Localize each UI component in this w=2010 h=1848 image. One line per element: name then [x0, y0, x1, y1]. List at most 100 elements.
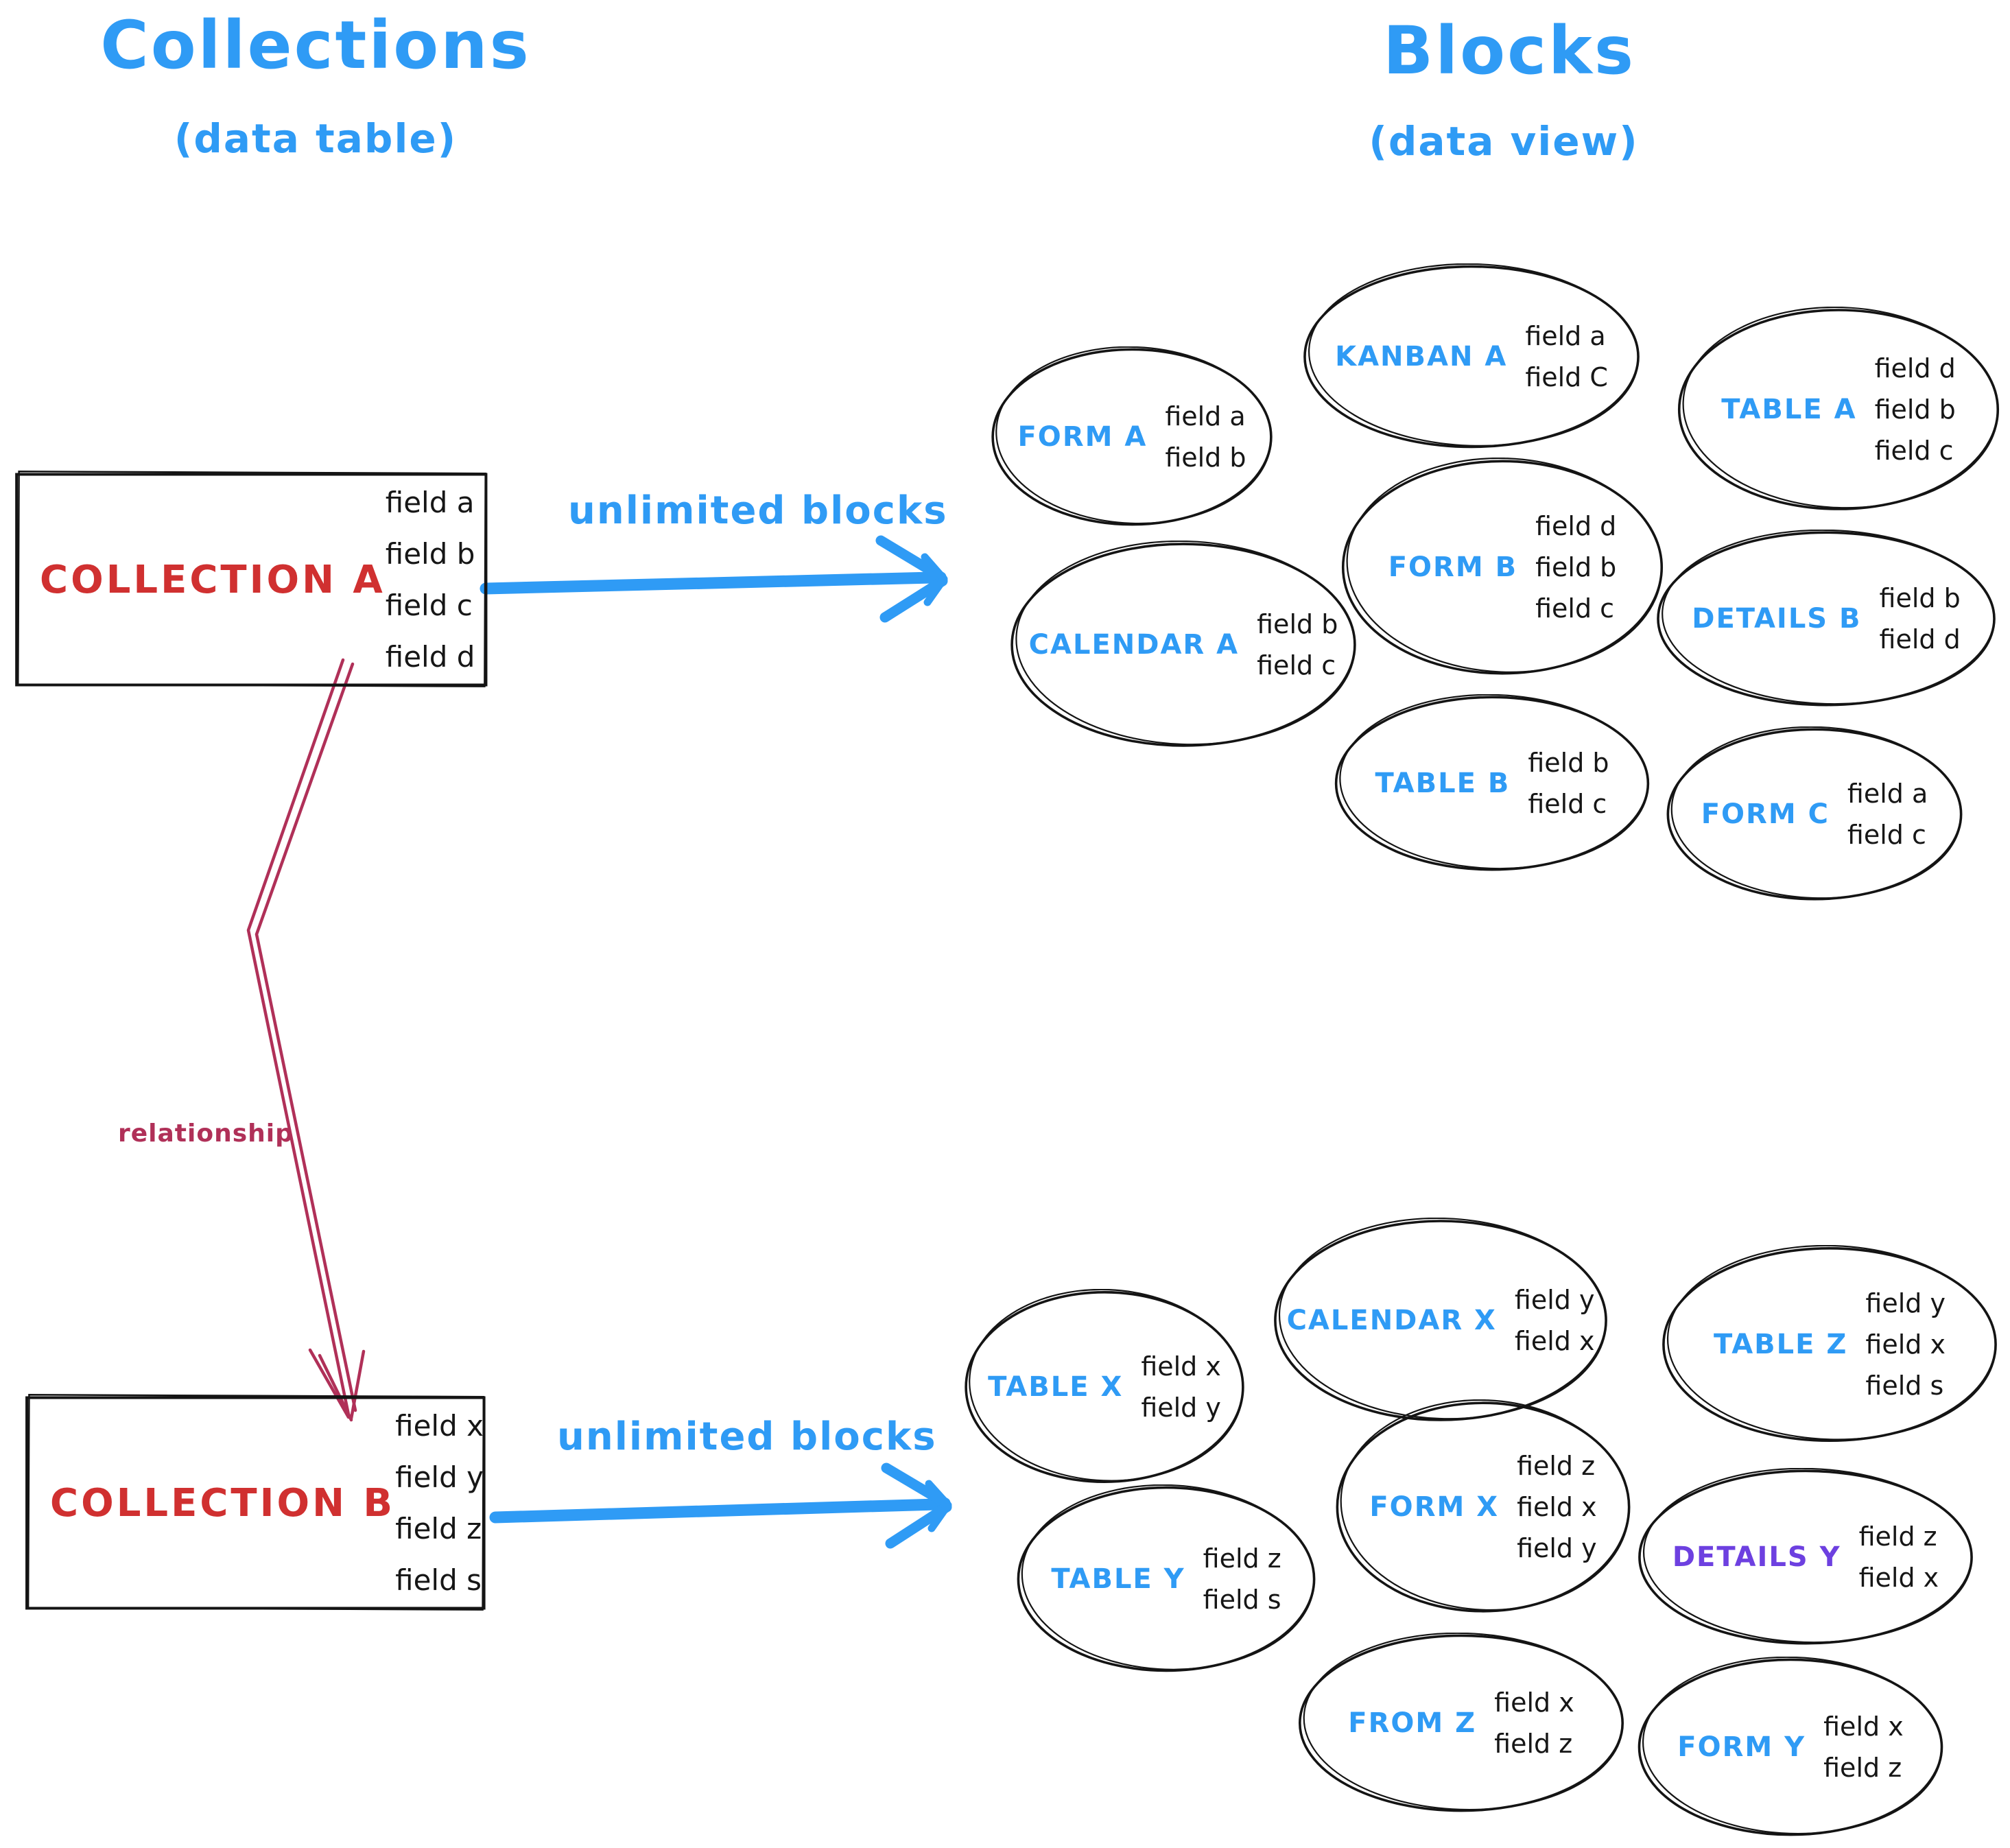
block-field: field x [1858, 1563, 1939, 1593]
relationship-arrow [246, 658, 366, 1422]
block-field: field c [1257, 650, 1336, 680]
block-outline [1636, 1468, 1975, 1646]
block-outline [990, 346, 1274, 528]
block-field: field d [1874, 353, 1956, 383]
block-field: field b [1165, 442, 1246, 473]
block-field: field y [1517, 1533, 1597, 1563]
collections-title: Collections [100, 7, 531, 84]
block-name: KANBAN A [1335, 341, 1508, 372]
block-outline [1340, 458, 1665, 677]
block-field: field c [1847, 820, 1926, 850]
block-field: field y [1865, 1288, 1946, 1318]
block-outline [1660, 1245, 1999, 1444]
block-field: field x [1517, 1492, 1597, 1522]
block-ellipse-table-z: TABLE Z field y field x field s [1660, 1245, 1999, 1444]
block-field: field b [1879, 583, 1961, 613]
block-name: FORM Y [1677, 1731, 1806, 1763]
block-outline [1301, 263, 1642, 450]
block-fields: field b field d [1880, 583, 1961, 654]
block-fields: field y field x field s [1865, 1288, 1946, 1401]
block-name: CALENDAR A [1028, 629, 1240, 661]
block-fields: field b field c [1257, 609, 1338, 680]
block-ellipse-form-a: FORM A field a field b [990, 346, 1274, 528]
block-name: FORM B [1388, 552, 1518, 583]
block-ellipse-form-c: FORM C field a field c [1665, 726, 1964, 902]
unlimited-blocks-label-bottom: unlimited blocks [557, 1414, 937, 1459]
block-outline [1334, 1399, 1632, 1615]
collection-field: field z [395, 1512, 482, 1545]
block-name: TABLE A [1721, 394, 1857, 425]
block-outline [1676, 307, 2001, 512]
block-field: field a [1165, 401, 1246, 431]
block-field: field b [1535, 552, 1617, 582]
block-field: field x [1514, 1326, 1595, 1356]
block-field: field a [1847, 779, 1928, 809]
block-name: CALENDAR X [1286, 1305, 1497, 1336]
block-field: field z [1858, 1521, 1937, 1552]
collection-field: field d [385, 640, 475, 674]
block-field: field x [1865, 1329, 1946, 1360]
block-name: DETAILS B [1692, 603, 1862, 635]
block-name: FORM C [1701, 798, 1830, 830]
block-outline [1333, 694, 1651, 873]
block-ellipse-from-z: FROM Z field x field z [1297, 1633, 1626, 1814]
collection-field: field y [395, 1460, 484, 1494]
collections-subtitle: (data table) [174, 115, 458, 162]
block-field: field b [1257, 609, 1338, 639]
block-name: FORM X [1369, 1491, 1500, 1523]
relationship-label: relationship [118, 1120, 294, 1148]
block-field: field s [1865, 1371, 1944, 1401]
block-field: field b [1528, 748, 1609, 778]
block-outline [1008, 541, 1358, 749]
collection-box-outline [14, 471, 490, 689]
block-outline [1015, 1484, 1317, 1674]
unlimited-blocks-arrow-top [480, 535, 948, 623]
block-name: FROM Z [1348, 1707, 1477, 1739]
block-field: field z [1494, 1729, 1573, 1759]
block-name: TABLE Z [1714, 1329, 1848, 1360]
block-name: TABLE B [1375, 768, 1511, 799]
block-fields: field a field c [1847, 779, 1928, 850]
block-fields: field z field x [1859, 1521, 1939, 1593]
block-ellipse-calendar-a: CALENDAR A field b field c [1008, 541, 1358, 749]
block-name: FORM A [1017, 421, 1148, 453]
block-outline [1655, 530, 1998, 708]
unlimited-blocks-label-top: unlimited blocks [568, 488, 948, 533]
block-ellipse-details-b: DETAILS B field b field d [1655, 530, 1998, 708]
collection-field: field a [385, 486, 475, 519]
collection-field: field b [385, 537, 475, 571]
block-field: field x [1141, 1351, 1221, 1382]
block-field: field s [1203, 1585, 1281, 1615]
block-outline [963, 1289, 1246, 1485]
block-field: field C [1525, 362, 1608, 392]
block-field: field z [1823, 1753, 1902, 1783]
block-outline [1665, 726, 1964, 902]
collection-field: field s [395, 1563, 482, 1597]
block-field: field d [1879, 624, 1961, 654]
collection-name: COLLECTION A [40, 557, 386, 602]
block-outline [1636, 1657, 1945, 1838]
block-name: TABLE X [988, 1371, 1124, 1403]
block-field: field z [1203, 1543, 1281, 1574]
block-field: field x [1494, 1687, 1574, 1718]
